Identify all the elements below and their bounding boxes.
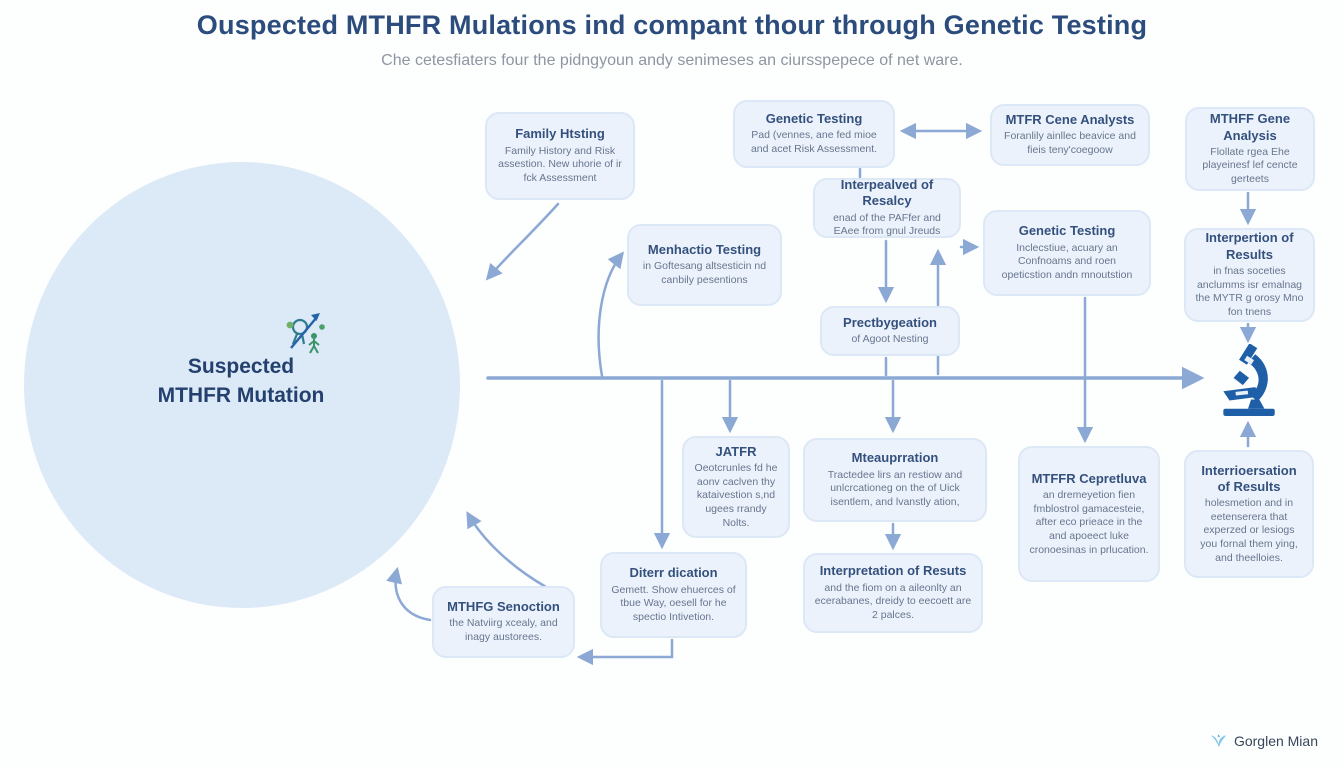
node-genetic-testing-2: Genetic Testing Inclecstiue, acuary an C…	[983, 210, 1151, 296]
node-body: an dremeyetion fien fmblostrol gamaceste…	[1029, 489, 1149, 556]
microscope-icon	[1216, 343, 1280, 418]
suspected-mutation-circle	[24, 162, 460, 608]
circle-label: Suspected MTHFR Mutation	[90, 352, 392, 411]
figure-icon	[284, 306, 328, 354]
node-mtfr-gene-analysis: MTFR Cene Analysts Foranlily ainllec bea…	[990, 104, 1150, 166]
node-title: Prectbygeation	[843, 315, 937, 331]
node-title: Menhactio Testing	[647, 242, 762, 258]
node-mthfg-senoction: MTHFG Senoction the Natviirg xcealy, and…	[432, 586, 575, 658]
curve-main-to-menhactio	[597, 251, 625, 378]
node-diterr-dication: Diterr dication Gemett. Show ehuerces of…	[600, 552, 747, 638]
node-title: Genetic Testing	[1018, 223, 1116, 239]
watermark-brand: Gorglen Mian	[1233, 733, 1318, 749]
circle-label-line2: MTHFR Mutation	[157, 384, 325, 408]
node-body: holesmetion and in eetenserera that expe…	[1200, 497, 1298, 564]
node-body: Foranlily ainllec beavice and fieis teny…	[1004, 130, 1136, 157]
node-title: Interpealved of Resalcy	[840, 177, 934, 209]
page-subtitle: Che cetesfiaters four the pidngyoun andy…	[381, 52, 963, 69]
node-title: Interpertion of Results	[1205, 230, 1294, 262]
node-interpealved-results: Interpealved of Resalcy enad of the PAFf…	[813, 177, 961, 238]
node-title: MTHFG Senoction	[447, 599, 560, 615]
node-title: Interpretation of Resuts	[819, 563, 967, 579]
node-mtffr-cepretluva: MTFFR Cepretluva an dremeyetion fien fmb…	[1018, 446, 1160, 582]
node-body: Flollate rgea Ehe playeinesf lef cencte …	[1202, 145, 1298, 186]
watermark: Gorglen Mian	[1210, 733, 1318, 749]
node-body: of Agoot Nesting	[851, 333, 929, 346]
elbow-diterr-to-mthfg	[576, 638, 674, 666]
curve-mthfg-left	[386, 566, 432, 622]
node-interpretation-resuts: Interpretation of Resuts and the fiom on…	[803, 553, 983, 633]
node-body: in fnas soceties anclumms isr emalnag th…	[1195, 264, 1304, 318]
node-title: Mteauprration	[851, 450, 939, 466]
node-mthff-gene-analysis: MTHFF Gene Analysis Flollate rgea Ehe pl…	[1185, 107, 1315, 191]
page-title: Ouspected MTHFR Mulations ind compant th…	[196, 10, 1148, 40]
curve-family-to-circle	[485, 202, 560, 281]
node-jatfr: JATFR Oeotcrunles fd he aonv caclven thy…	[682, 436, 790, 538]
node-mteaupration: Mteauprration Tractedee lirs an restiow …	[803, 438, 987, 522]
node-title: Genetic Testing	[765, 111, 863, 127]
node-body: Tractedee lirs an restiow and unlcrcatio…	[827, 468, 963, 508]
node-title: MTHFF Gene Analysis	[1209, 111, 1291, 143]
node-interrioersation-results: Interrioersation of Results holesmetion …	[1184, 450, 1314, 578]
node-title: JATFR	[715, 443, 757, 459]
node-body: the Natviirg xcealy, and inagy austorees…	[449, 617, 558, 644]
node-body: Pad (vennes, ane fed mioe and acet Risk …	[750, 129, 878, 156]
node-title: Interrioersation of Results	[1201, 462, 1297, 494]
node-interpertion-results: Interpertion of Results in fnas soceties…	[1184, 228, 1315, 322]
node-prectbygeation: Prectbygeation of Agoot Nesting	[820, 306, 960, 356]
circle-label-line1: Suspected	[187, 355, 295, 378]
node-body: Oeotcrunles fd he aonv caclven thy katai…	[694, 462, 778, 529]
node-body: in Goftesang altsesticin nd canbily pese…	[642, 260, 767, 287]
node-menhactio-testing: Menhactio Testing in Goftesang altsestic…	[627, 224, 782, 306]
node-body: Family History and Risk assestion. New u…	[498, 144, 622, 184]
node-body: and the fiom on a aileonlty an ecerabane…	[814, 581, 972, 621]
node-body: enad of the PAFfer and EAee from gnul Jr…	[833, 211, 941, 238]
node-title: Family Htsting	[515, 126, 605, 142]
node-title: MTFFR Cepretluva	[1031, 470, 1147, 486]
node-title: Diterr dication	[629, 565, 718, 581]
node-genetic-testing-top: Genetic Testing Pad (vennes, ane fed mio…	[733, 100, 895, 168]
bird-logo-icon	[1210, 733, 1228, 749]
node-family-history: Family Htsting Family History and Risk a…	[485, 112, 635, 200]
node-body: Gemett. Show ehuerces of tbue Way, oesel…	[611, 583, 736, 623]
curve-mthfg-to-circle	[466, 511, 548, 589]
node-title: MTFR Cene Analysts	[1005, 112, 1135, 128]
node-body: Inclecstiue, acuary an Confnoams and roe…	[1001, 241, 1133, 281]
